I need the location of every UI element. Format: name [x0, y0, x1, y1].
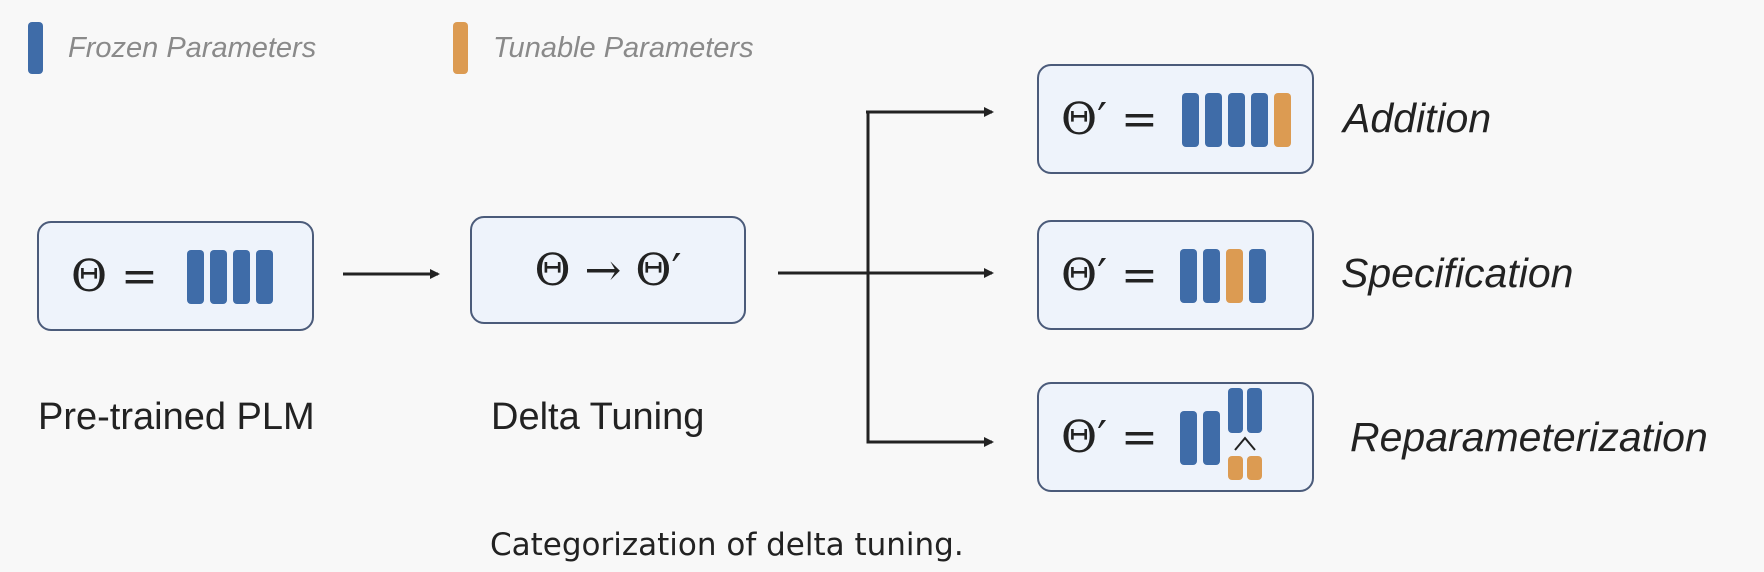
addition-formula: Θ′ =	[1061, 93, 1158, 145]
tunable-bar	[1274, 93, 1291, 147]
delta-tuning-box: Θ → Θ′	[470, 216, 746, 324]
specification-box: Θ′ =	[1037, 220, 1314, 330]
addition-label: Addition	[1343, 95, 1492, 141]
frozen-bar-upper	[1228, 388, 1243, 433]
tunable-parameters-label: Tunable Parameters	[493, 32, 754, 64]
reparameterization-box: Θ′ =	[1037, 382, 1314, 492]
pretrained-formula: Θ =	[71, 250, 158, 302]
tunable-bar	[1226, 249, 1243, 303]
figure-caption: Categorization of delta tuning.	[490, 527, 964, 563]
frozen-parameters-swatch	[28, 22, 43, 74]
frozen-bar	[187, 250, 204, 304]
low-rank-connector-icon	[1234, 436, 1256, 451]
frozen-bar	[1180, 411, 1197, 465]
frozen-bar	[210, 250, 227, 304]
frozen-bar	[1249, 249, 1266, 303]
specification-label: Specification	[1341, 250, 1574, 296]
tunable-low-rank-bar	[1247, 456, 1262, 480]
reparameterization-label: Reparameterization	[1350, 414, 1708, 460]
addition-box: Θ′ =	[1037, 64, 1314, 174]
frozen-bar	[256, 250, 273, 304]
frozen-bar	[1205, 93, 1222, 147]
tunable-parameters-swatch	[453, 22, 468, 74]
reparameterization-formula: Θ′ =	[1061, 411, 1158, 463]
frozen-bar	[1228, 93, 1245, 147]
frozen-bar	[1180, 249, 1197, 303]
frozen-bar	[1203, 249, 1220, 303]
frozen-bar	[1251, 93, 1268, 147]
specification-formula: Θ′ =	[1061, 249, 1158, 301]
delta-tuning-label: Delta Tuning	[491, 396, 705, 438]
tunable-low-rank-bar	[1228, 456, 1243, 480]
frozen-bar	[1203, 411, 1220, 465]
pretrained-plm-box: Θ =	[37, 221, 314, 331]
pretrained-plm-label: Pre-trained PLM	[38, 396, 315, 438]
frozen-bar-upper	[1247, 388, 1262, 433]
frozen-bar	[233, 250, 250, 304]
arrow-to-reparameterization	[866, 272, 994, 447]
frozen-parameters-label: Frozen Parameters	[68, 32, 317, 64]
delta-formula: Θ → Θ′	[534, 244, 682, 296]
frozen-bar	[1182, 93, 1199, 147]
